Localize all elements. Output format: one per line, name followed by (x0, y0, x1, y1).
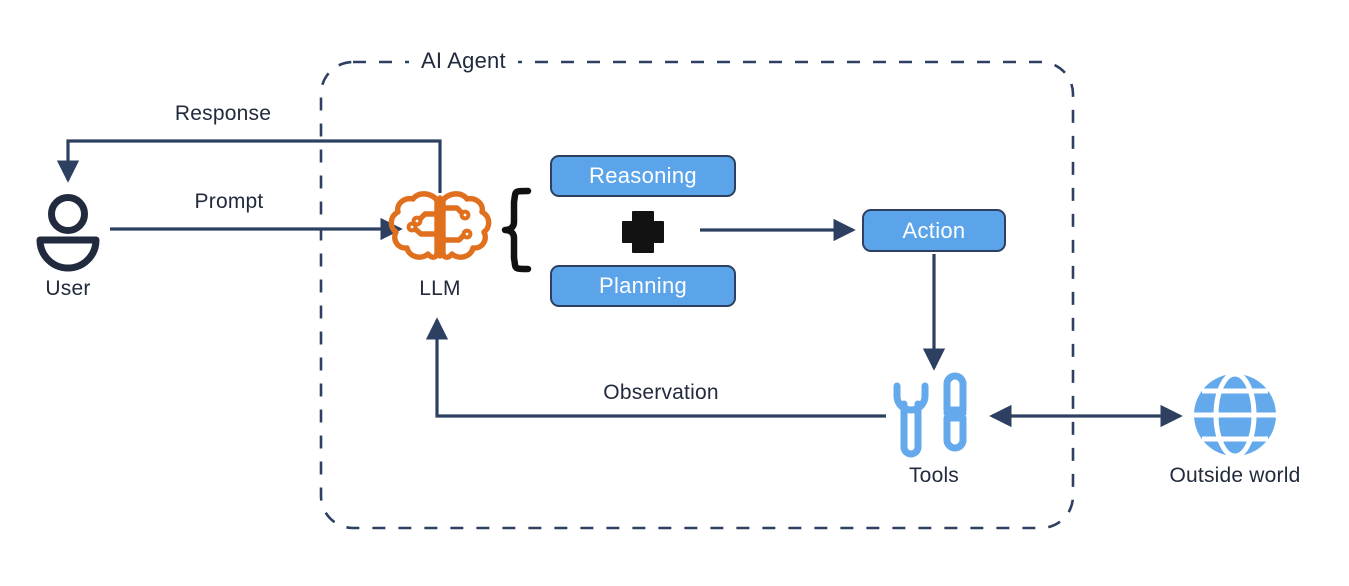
edge-label-observation: Observation (603, 381, 719, 404)
globe-icon (1194, 371, 1276, 459)
node-label-tools: Tools (908, 464, 960, 487)
edge-label-response: Response (174, 102, 272, 125)
plus-icon (622, 211, 664, 253)
user-icon (36, 194, 100, 272)
node-label-outside-world: Outside world (1169, 464, 1301, 487)
planning-box[interactable]: Planning (550, 265, 736, 307)
edge-observation (425, 317, 886, 418)
ai-agent-boundary (319, 60, 1075, 530)
edge-label-prompt: Prompt (194, 190, 264, 213)
node-label-user: User (45, 277, 91, 300)
ai-agent-boundary-label: AI Agent (409, 48, 518, 74)
node-label-llm: LLM (419, 277, 461, 300)
brain-icon (388, 191, 492, 260)
reasoning-box[interactable]: Reasoning (550, 155, 736, 197)
tools-icon (893, 372, 967, 458)
edge-response (56, 139, 442, 193)
curly-brace (501, 187, 532, 273)
action-box[interactable]: Action (862, 209, 1006, 252)
